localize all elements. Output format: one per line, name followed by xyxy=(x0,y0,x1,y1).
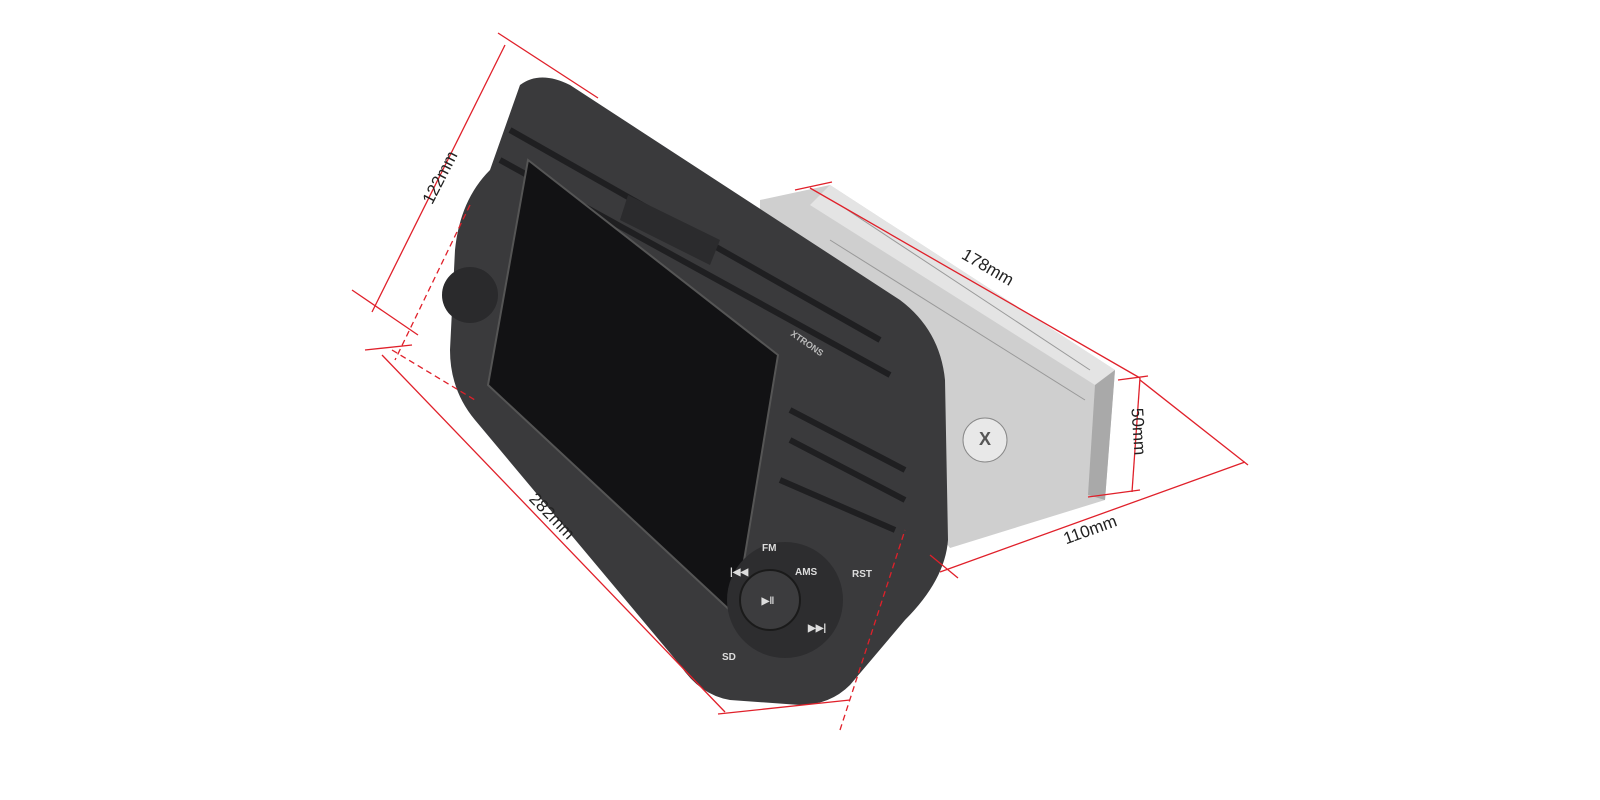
unit-height-label: 50mm xyxy=(1127,407,1149,455)
play-pause-button xyxy=(739,569,801,631)
rst-label: RST xyxy=(852,569,872,580)
svg-text:▶▶|: ▶▶| xyxy=(807,623,826,634)
ams-button: AMS xyxy=(795,567,818,578)
xtrons-logo-sticker xyxy=(962,417,1008,463)
svg-text:|◀◀: |◀◀ xyxy=(730,567,748,578)
svg-text:X: X xyxy=(979,429,991,449)
unit-depth-label: 110mm xyxy=(1061,511,1120,548)
sd-slot-label: SD xyxy=(722,652,736,663)
fm-button: FM xyxy=(762,543,776,554)
head-unit-bezel: ▶‖ FM AMS RST SD ▶▶| |◀◀ XTRONS xyxy=(442,77,948,705)
height-label: 122mm xyxy=(419,148,462,207)
dimension-unit-height: 50mm xyxy=(1087,375,1249,498)
svg-text:▶‖: ▶‖ xyxy=(761,596,775,607)
dimension-unit-depth: 110mm xyxy=(929,461,1246,579)
left-knob-cluster xyxy=(442,267,498,323)
